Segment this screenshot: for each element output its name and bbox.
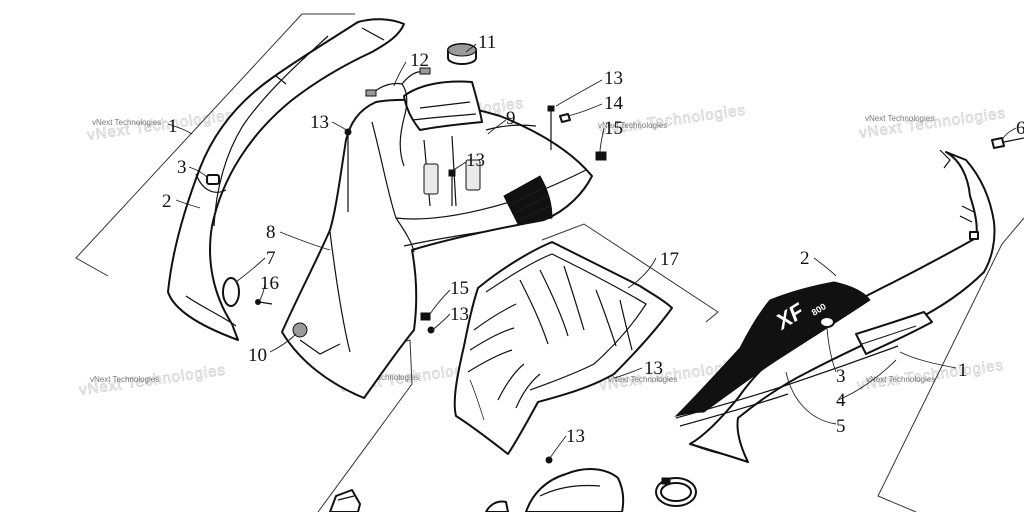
watermark-label: vNext Technologies [865,114,934,123]
screw-16 [255,299,273,305]
hose-clamp [655,477,697,507]
callout-7: 7 [266,248,276,269]
left-panel-clip-3 [206,174,220,185]
watermark-ghost: vNext Technologies [858,105,1007,142]
watermark-label: vNext Technologies [598,121,667,130]
callout-2-right: 2 [800,248,810,269]
callout-labels: 1 3 2 7 16 10 8 11 12 13 13 9 13 14 15 1… [162,32,1024,447]
callout-4: 4 [836,390,846,411]
callout-15: 15 [450,278,469,299]
callout-11: 11 [478,32,496,53]
screw-13 [547,105,555,150]
wiring-harness-12 [365,67,431,167]
watermark-label: vNext Technologies [90,375,159,384]
watermark-label: vNext Technologies [350,373,419,382]
watermark-label: vNext Technologies [92,118,161,127]
inner-liner-17 [453,241,673,464]
leader-lines [167,43,1017,459]
callout-13: 13 [450,304,469,325]
screw-13 [545,456,553,464]
callout-12: 12 [410,50,429,71]
washer-14 [559,113,571,123]
callout-9: 9 [506,108,516,129]
bottom-left-part [329,489,361,512]
callout-17: 17 [660,249,679,270]
fastener-group-center [344,105,607,334]
callout-10: 10 [248,345,267,366]
callout-2-left: 2 [162,191,172,212]
screw-13 [448,169,456,206]
callout-13: 13 [604,68,623,89]
dash-plug-10 [292,322,308,338]
callout-3-right: 3 [836,366,846,387]
screw-13 [427,326,435,334]
callout-3-left: 3 [177,157,187,178]
liner-frame [541,223,719,323]
callout-13: 13 [310,112,329,133]
callout-1-right: 1 [958,360,968,381]
callout-15: 15 [604,118,623,139]
dash-console-9 [403,80,537,207]
left-side-panel-frame [75,13,355,277]
right-side-panel-frame [877,217,1024,512]
callout-8: 8 [266,222,276,243]
callout-13: 13 [644,358,663,379]
watermark-label: vNext Technologies [608,375,677,384]
watermark-label: vNext Technologies [866,375,935,384]
screw-6 [991,137,1024,149]
clip-15 [595,151,607,161]
o-ring-7 [222,277,240,307]
right-side-panel: XF 800 [674,149,996,463]
air-intake-duct [485,468,625,512]
callout-16: 16 [260,273,279,294]
clip-15 [420,312,431,321]
callout-1-left: 1 [168,116,178,137]
callout-5: 5 [836,416,846,437]
cap-11 [447,43,477,65]
callout-13: 13 [466,150,485,171]
screw-13 [344,128,352,212]
left-side-panel [167,18,405,341]
callout-6: 6 [1016,118,1024,139]
callout-13: 13 [566,426,585,447]
callout-14: 14 [604,93,624,114]
clip-3 [819,316,835,328]
